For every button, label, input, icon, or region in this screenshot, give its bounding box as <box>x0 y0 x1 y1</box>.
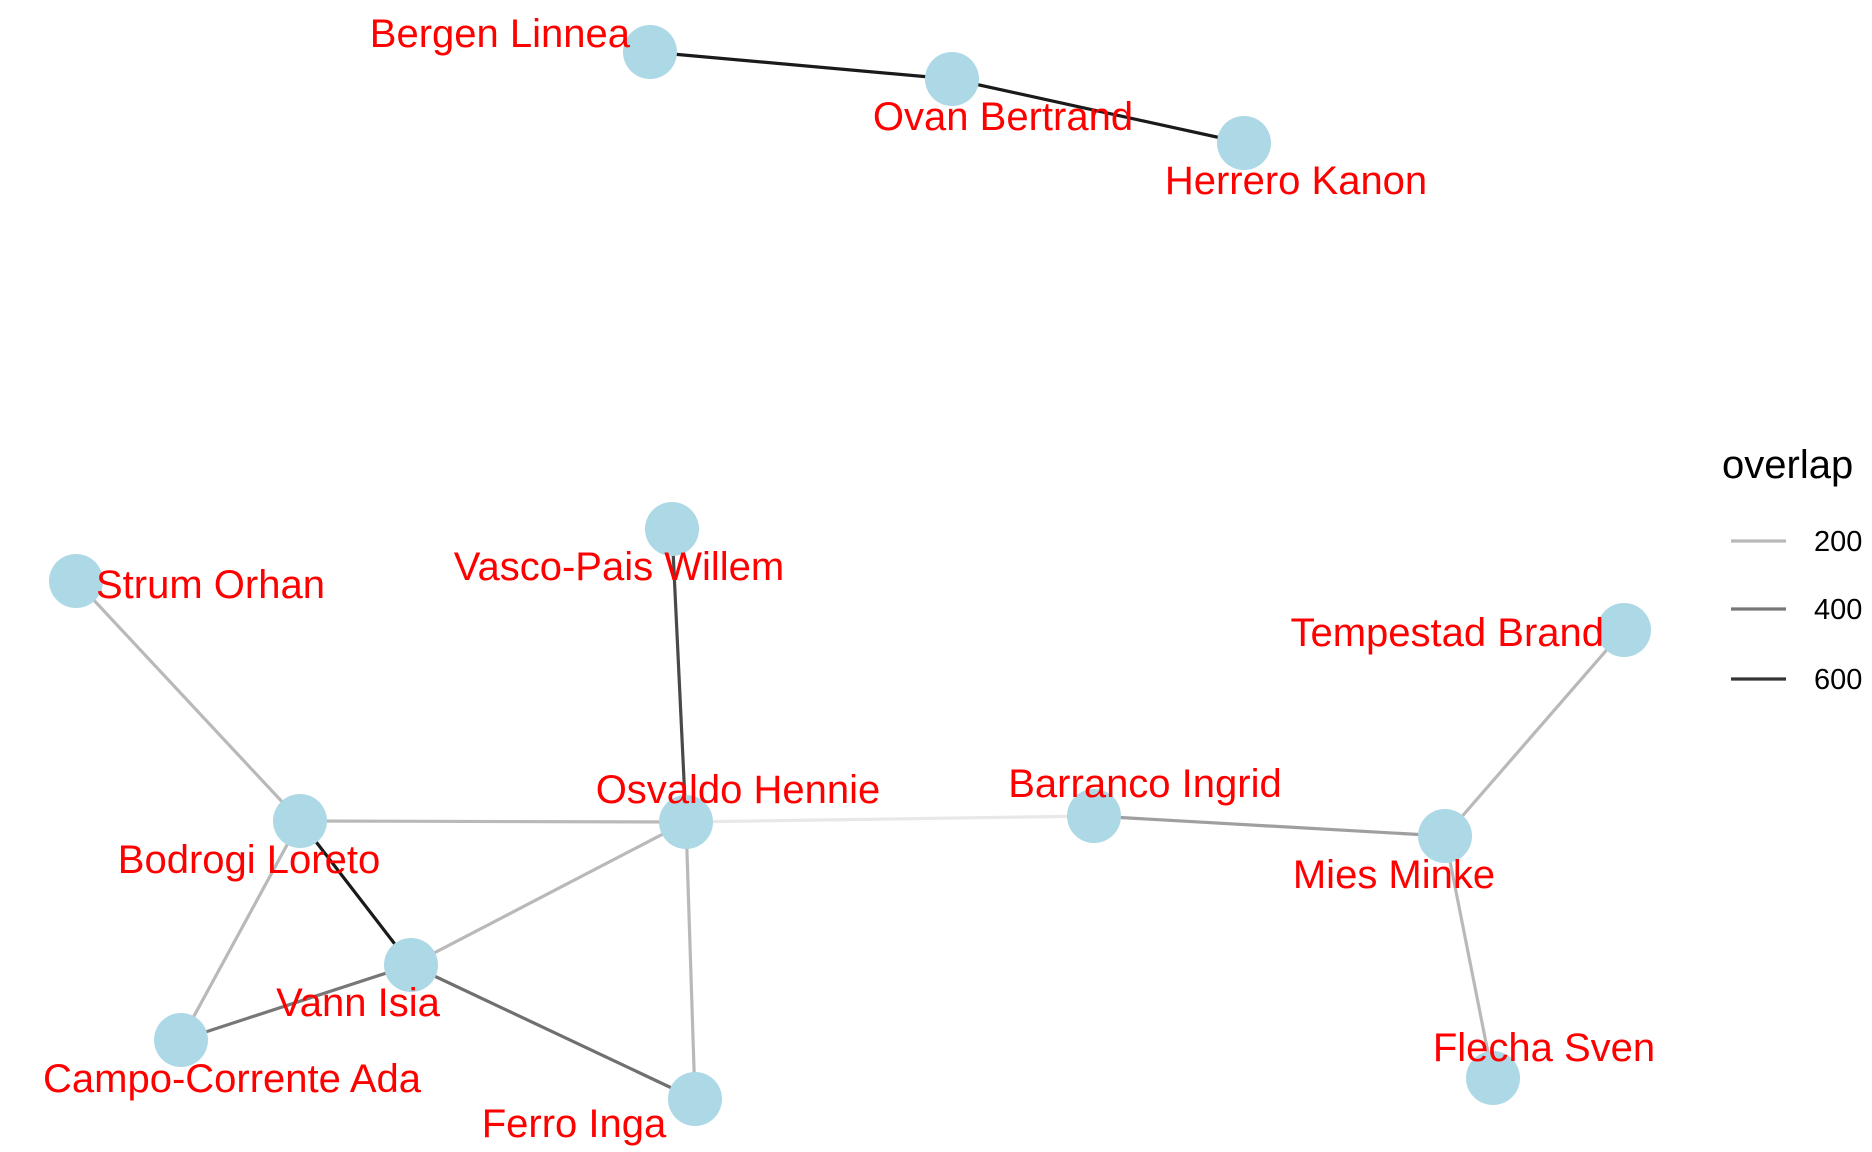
edge-bodrogi-osvaldo <box>299 819 687 824</box>
nodes-layer <box>49 25 1651 1126</box>
node-tempestad <box>1597 603 1651 657</box>
edge-osvaldo-ferro <box>684 821 697 1100</box>
node-campo <box>154 1013 208 1067</box>
node-ferro <box>668 1072 722 1126</box>
legend-key-label-200: 200 <box>1814 526 1862 558</box>
node-bodrogi <box>273 794 327 848</box>
node-ovan <box>925 52 979 106</box>
edges-layer <box>74 50 1626 1101</box>
node-label-barranco: Barranco Ingrid <box>1008 762 1281 806</box>
node-vasco <box>645 502 699 556</box>
node-label-bodrogi: Bodrogi Loreto <box>118 838 380 882</box>
legend: overlap 200 400 600 <box>1722 443 1862 696</box>
node-herrero <box>1217 116 1271 170</box>
legend-title: overlap <box>1722 443 1853 487</box>
node-label-mies: Mies Minke <box>1293 853 1495 897</box>
node-label-vasco: Vasco-Pais Willem <box>454 545 784 589</box>
node-label-ovan: Ovan Bertrand <box>873 95 1133 139</box>
node-bergen <box>623 25 677 79</box>
node-label-campo: Campo-Corrente Ada <box>43 1057 422 1101</box>
edge-strum-bodrogi <box>74 579 302 823</box>
edge-mies-flecha <box>1443 835 1495 1079</box>
node-label-flecha: Flecha Sven <box>1433 1026 1655 1070</box>
edge-tempestad-mies <box>1443 628 1626 838</box>
legend-keys: 200 400 600 <box>1731 526 1862 696</box>
node-label-tempestad: Tempestad Brand <box>1290 611 1604 655</box>
node-label-ferro: Ferro Inga <box>482 1102 667 1146</box>
node-mies <box>1418 809 1472 863</box>
node-label-vann: Vann Isia <box>276 981 441 1025</box>
legend-key-label-600: 600 <box>1814 664 1862 696</box>
node-vann <box>384 938 438 992</box>
edge-bergen-ovan <box>649 50 953 81</box>
edge-ovan-herrero <box>951 77 1245 145</box>
edge-osvaldo-vann <box>410 820 687 967</box>
node-osvaldo <box>659 795 713 849</box>
node-barranco <box>1067 789 1121 843</box>
edge-vann-ferro <box>410 963 696 1101</box>
legend-key-label-400: 400 <box>1814 594 1862 626</box>
node-label-herrero: Herrero Kanon <box>1165 159 1427 203</box>
edge-osvaldo-barranco <box>685 814 1095 824</box>
node-flecha <box>1466 1051 1520 1105</box>
node-strum <box>49 554 103 608</box>
edge-barranco-mies <box>1093 814 1446 838</box>
edge-vasco-osvaldo <box>670 528 688 823</box>
node-label-bergen: Bergen Linnea <box>370 12 631 56</box>
edge-vann-campo <box>180 963 412 1042</box>
node-label-osvaldo: Osvaldo Hennie <box>596 768 881 812</box>
edge-bodrogi-campo <box>179 820 302 1041</box>
node-label-strum: Strum Orhan <box>96 563 325 607</box>
edge-bodrogi-vann <box>298 820 413 966</box>
